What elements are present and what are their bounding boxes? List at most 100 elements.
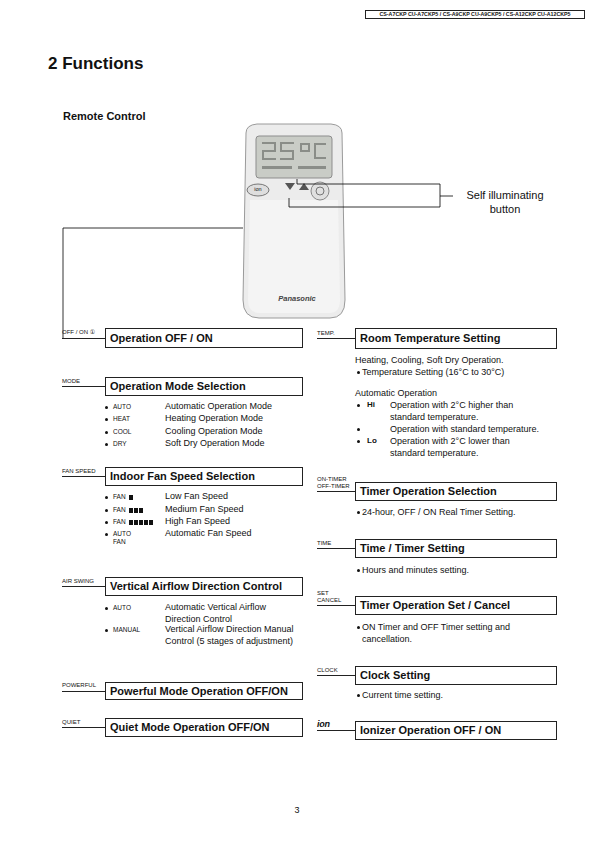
bullet-dot <box>357 626 360 629</box>
model-numbers: CS-A7CKP CU-A7CKP5 / CS-A9CKP CU-A9CKP5 … <box>366 11 584 18</box>
bullet-dot <box>357 694 360 697</box>
key-setting: MANUAL <box>113 626 158 634</box>
model-header-box: CS-A7CKP CU-A7CKP5 / CS-A9CKP CU-A9CKP5 … <box>365 10 585 19</box>
function-heading: Timer Operation Selection <box>360 483 554 500</box>
key-name: FAN SPEED <box>62 468 104 475</box>
key-setting: FAN <box>113 506 129 514</box>
key-leader-line <box>317 730 355 731</box>
fan-speed-bar <box>139 508 143 513</box>
leader-lines <box>63 179 453 338</box>
bullet-dot <box>105 418 108 421</box>
function-heading: Timer Operation Set / Cancel <box>360 597 554 614</box>
function-heading: Ionizer Operation OFF / ON <box>360 722 554 739</box>
key-name: QUIET <box>62 719 104 726</box>
fan-speed-bar <box>134 520 138 525</box>
bullet-dot <box>105 443 108 446</box>
key-setting: AUTO <box>113 403 158 411</box>
key-leader-line <box>62 691 105 692</box>
key-leader-line <box>62 338 105 339</box>
page-number: 3 <box>290 805 304 817</box>
page-title: 2 Functions <box>48 54 143 74</box>
key-name: TEMP. <box>317 330 351 337</box>
key-name: TIME <box>317 540 351 547</box>
key-name: SET CANCEL <box>317 590 351 604</box>
bullet-dot <box>105 521 108 524</box>
key-name: ON-TIMER OFF-TIMER <box>317 476 351 490</box>
bullet-dot <box>357 569 360 572</box>
key-leader-line <box>317 605 355 606</box>
key-setting: AUTO FAN <box>113 530 135 547</box>
description-text: Automatic Operation <box>355 388 555 400</box>
key-name: CLOCK <box>317 667 351 674</box>
fan-speed-bar <box>144 520 148 525</box>
key-leader-line <box>62 727 105 728</box>
function-heading: Time / Timer Setting <box>360 540 554 557</box>
fan-speed-bar <box>129 495 133 500</box>
bullet-dot <box>105 607 108 610</box>
description-text: Operation with standard temperature. <box>390 424 560 436</box>
bullet-dot <box>105 629 108 632</box>
description-text: Cooling Operation Mode <box>165 426 305 438</box>
bullet-dot <box>105 496 108 499</box>
description-text: High Fan Speed <box>165 516 305 528</box>
key-setting: FAN <box>113 493 129 501</box>
description-text: Automatic Vertical Airflow Direction Con… <box>165 602 290 625</box>
fan-speed-bar <box>129 520 133 525</box>
function-heading: Operation Mode Selection <box>110 378 300 395</box>
key-setting: FAN <box>113 518 129 526</box>
description-text: Operation with 2°C lower than standard t… <box>390 436 525 459</box>
description-text: Heating, Cooling, Soft Dry Operation. <box>355 355 555 367</box>
key-name: POWERFUL <box>62 682 104 689</box>
button-label: ion <box>249 186 267 193</box>
bullet-dot <box>357 404 360 407</box>
fan-speed-bar <box>139 520 143 525</box>
description-text: Automatic Fan Speed <box>165 528 305 540</box>
description-text: Soft Dry Operation Mode <box>165 438 305 450</box>
key-leader-line <box>317 338 355 339</box>
bullet-dot <box>357 511 360 514</box>
description-text: 24-hour, OFF / ON Real Timer Setting. <box>362 507 557 519</box>
key-name: OFF / ON ① <box>62 329 104 336</box>
bullet-dot <box>105 509 108 512</box>
remote-control-illustration <box>243 124 345 318</box>
function-heading: Indoor Fan Speed Selection <box>110 468 300 485</box>
self-illuminating-leader <box>440 196 453 197</box>
key-leader-line <box>62 386 105 387</box>
description-text: Vertical Airflow Direction Manual Contro… <box>165 624 295 647</box>
brand-logo: Panasonic <box>268 294 326 304</box>
ion-button <box>247 184 269 196</box>
description-text: ON Timer and OFF Timer setting and cance… <box>362 622 537 645</box>
fan-speed-bar <box>149 520 153 525</box>
description-text: Hi <box>367 400 383 410</box>
key-setting: HEAT <box>113 415 158 423</box>
bullet-dot <box>105 431 108 434</box>
power-button <box>311 182 329 200</box>
fan-speed-bar <box>129 508 133 513</box>
key-leader-line <box>317 491 355 492</box>
function-box: ionIonizer Operation OFF / ON <box>355 721 557 740</box>
function-box: OFF / ON ①Operation OFF / ON <box>105 328 303 348</box>
bullet-dot <box>357 428 360 431</box>
function-box: CLOCKClock Setting <box>355 666 557 685</box>
fan-speed-bar <box>134 508 138 513</box>
key-setting: DRY <box>113 440 158 448</box>
function-heading: Powerful Mode Operation OFF/ON <box>110 683 300 699</box>
function-heading: Vertical Airflow Direction Control <box>110 578 300 595</box>
function-box: FAN SPEEDIndoor Fan Speed Selection <box>105 467 303 486</box>
bullet-dot <box>357 371 360 374</box>
description-text: Current time setting. <box>362 690 557 702</box>
function-heading: Quiet Mode Operation OFF/ON <box>110 719 300 736</box>
function-box: TIMETime / Timer Setting <box>355 539 557 558</box>
bullet-dot <box>357 440 360 443</box>
function-heading: Operation OFF / ON <box>110 329 300 347</box>
remote-body <box>243 124 345 318</box>
section-heading: Remote Control <box>63 109 213 123</box>
key-name: MODE <box>62 378 104 385</box>
bullet-dot <box>105 406 108 409</box>
description-text: Operation with 2°C higher than standard … <box>390 400 525 423</box>
bullet-dot <box>105 533 108 536</box>
self-illuminating-leader <box>289 179 440 207</box>
key-leader-line <box>317 548 355 549</box>
